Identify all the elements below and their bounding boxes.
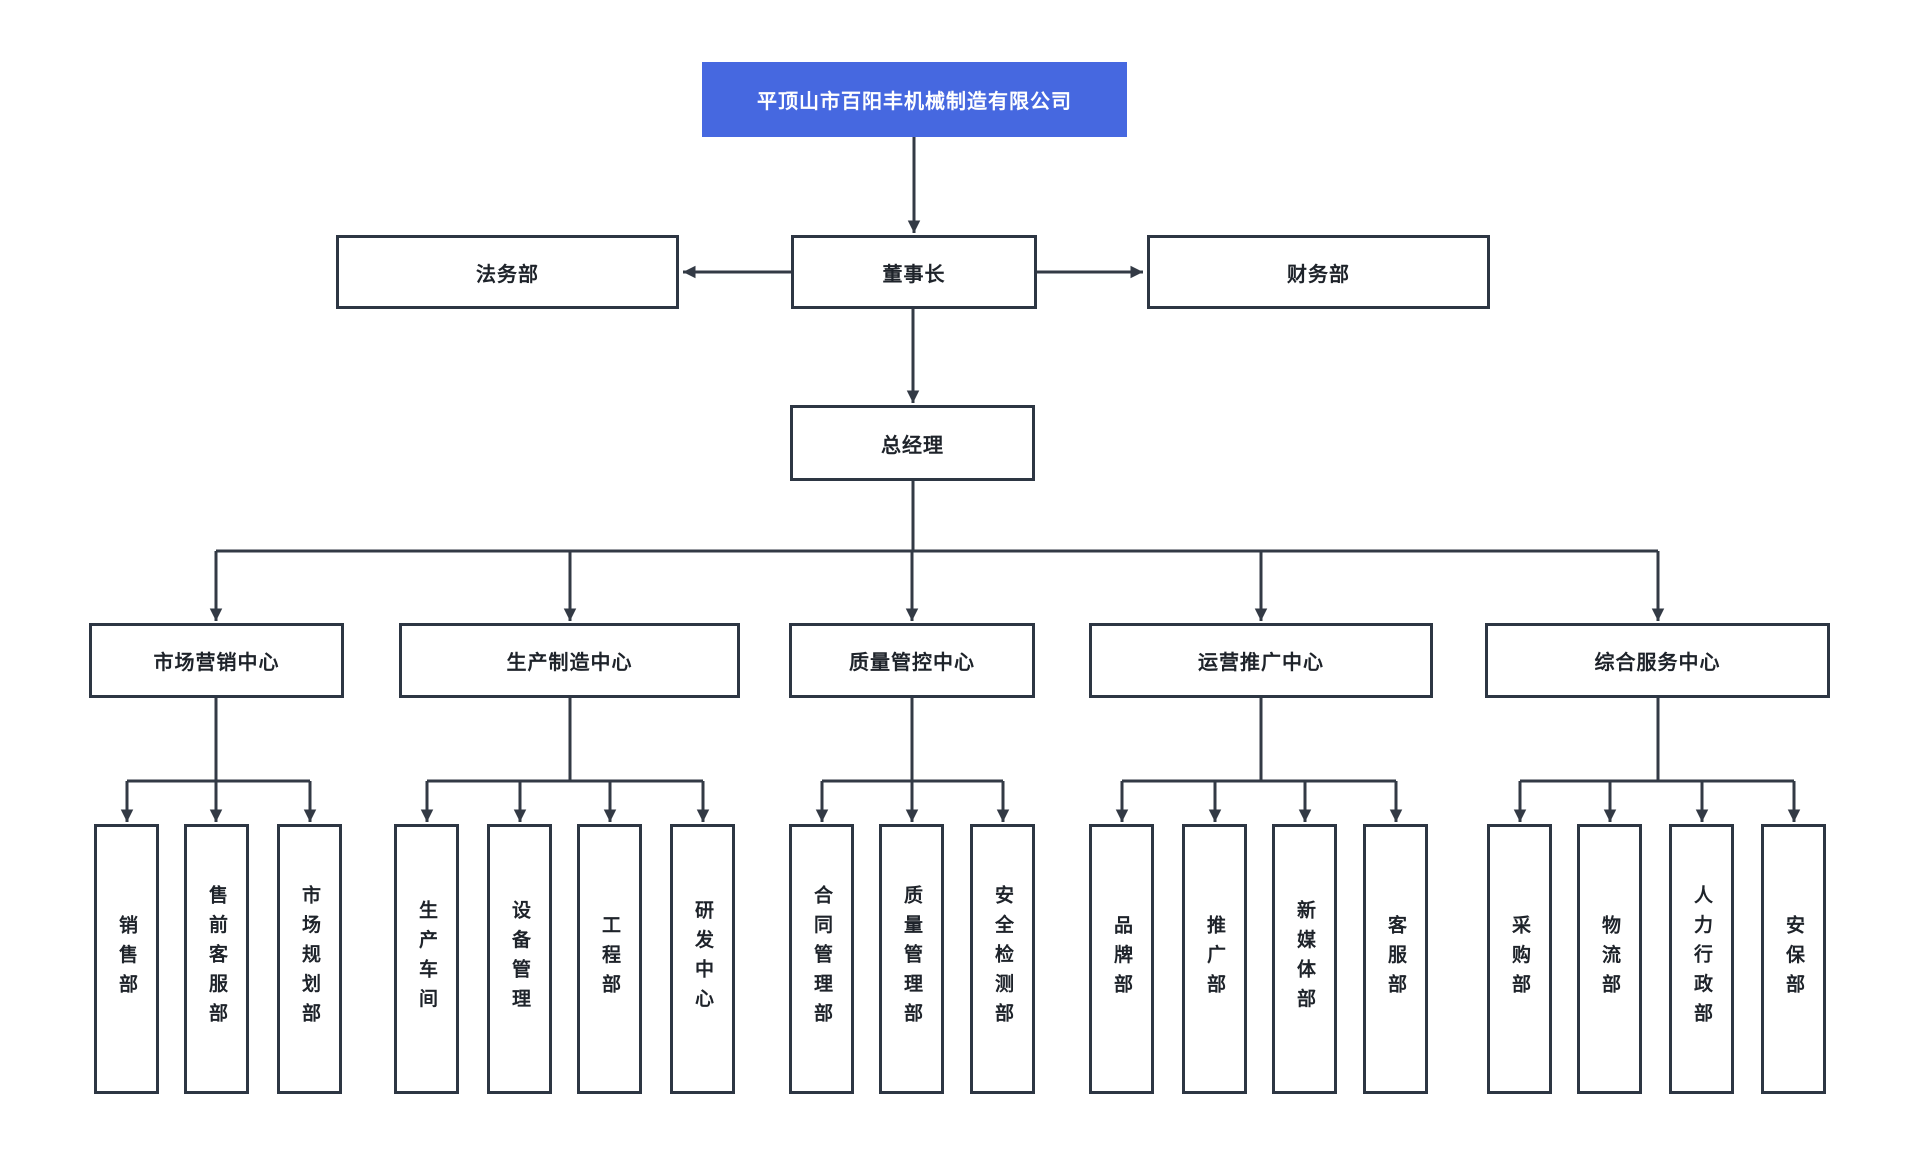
dept-label: 物流部 [1599,914,1620,1004]
node-legal-dept: 法务部 [336,235,679,309]
node-customer-service-dept: 客服部 [1363,824,1428,1094]
node-chairman: 董事长 [791,235,1037,309]
node-quality-management-dept: 质量管理部 [879,824,944,1094]
dept-label: 安全检测部 [992,885,1013,1033]
node-production-center: 生产制造中心 [399,623,740,698]
node-rd-center: 研发中心 [670,824,735,1094]
dept-label: 品牌部 [1111,914,1132,1004]
dept-label: 合同管理部 [811,885,832,1033]
dept-label: 新媒体部 [1294,900,1315,1018]
dept-label: 生产车间 [416,900,437,1018]
dept-label: 推广部 [1204,914,1225,1004]
node-marketing-center: 市场营销中心 [89,623,344,698]
node-general-manager: 总经理 [790,405,1035,481]
node-market-planning-dept: 市场规划部 [277,824,342,1094]
node-sales-dept: 销售部 [94,824,159,1094]
node-quality-center: 质量管控中心 [789,623,1035,698]
dept-label: 销售部 [116,914,137,1004]
node-purchasing-dept: 采购部 [1487,824,1552,1094]
dept-label: 客服部 [1385,914,1406,1004]
node-hr-admin-dept: 人力行政部 [1669,824,1734,1094]
node-new-media-dept: 新媒体部 [1272,824,1337,1094]
dept-label: 售前客服部 [206,885,227,1033]
dept-label: 人力行政部 [1691,885,1712,1033]
dept-label: 质量管理部 [901,885,922,1033]
dept-label: 市场规划部 [299,885,320,1033]
node-production-workshop: 生产车间 [394,824,459,1094]
node-services-center: 综合服务中心 [1485,623,1830,698]
node-promotion-dept: 推广部 [1182,824,1247,1094]
node-operations-center: 运营推广中心 [1089,623,1433,698]
node-security-dept: 安保部 [1761,824,1826,1094]
dept-label: 安保部 [1783,914,1804,1004]
node-engineering-dept: 工程部 [577,824,642,1094]
node-presales-service-dept: 售前客服部 [184,824,249,1094]
dept-label: 工程部 [599,914,620,1004]
node-equipment-management: 设备管理 [487,824,552,1094]
node-finance-dept: 财务部 [1147,235,1490,309]
node-brand-dept: 品牌部 [1089,824,1154,1094]
node-logistics-dept: 物流部 [1577,824,1642,1094]
node-company-root: 平顶山市百阳丰机械制造有限公司 [702,62,1127,137]
dept-label: 设备管理 [509,900,530,1018]
node-contract-management-dept: 合同管理部 [789,824,854,1094]
dept-label: 采购部 [1509,914,1530,1004]
node-safety-inspection-dept: 安全检测部 [970,824,1035,1094]
dept-label: 研发中心 [692,900,713,1018]
